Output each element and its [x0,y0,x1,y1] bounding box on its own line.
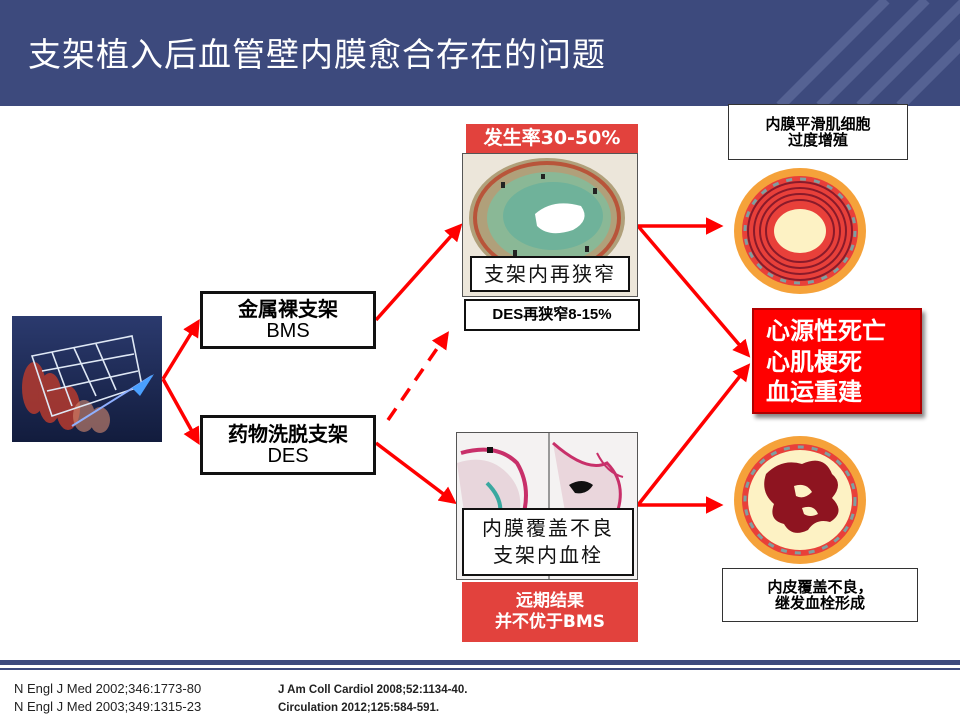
incidence-text: 发生率30-50% [483,127,621,150]
bms-box: 金属裸支架 BMS [200,291,376,349]
poor-coverage-caption-line1: 内膜覆盖不良 [482,516,614,540]
restenosis-caption: 支架内再狭窄 [470,256,630,292]
title-bar: 支架植入后血管壁内膜愈合存在的问题 [0,0,960,106]
arrow-bms-to-restenosis [374,223,463,322]
poor-coverage-caption-line2: 支架内血栓 [493,543,603,567]
poor-endothelialization-line2: 继发血栓形成 [774,594,865,612]
arrow-coverage-to-outcome [636,363,751,507]
des-label: 药物洗脱支架 [228,422,348,446]
arrow-des-to-poor-coverage [374,441,457,505]
vessel-thrombosis-diagram [734,436,866,564]
stent-illustration [12,316,162,442]
arrow-restenosis-to-outcome [636,224,751,358]
reference-nejm-2002: N Engl J Med 2002;346:1773-80 [14,681,202,696]
footer-divider-thin [0,668,960,670]
references-left: N Engl J Med 2002;346:1773-80 N Engl J M… [14,680,201,716]
restenosis-caption-text: 支架内再狭窄 [484,261,616,286]
smc-proliferation-line2: 过度增殖 [787,131,848,149]
reference-jacc-2008: J Am Coll Cardiol 2008;52:1134-40. [278,684,468,696]
long-term-result-label: 远期结果 并不优于BMS [462,582,638,642]
outcome-mi: 心肌梗死 [766,347,862,376]
smc-proliferation-label: 内膜平滑肌细胞 过度增殖 [728,104,908,160]
long-term-result-line1: 远期结果 [516,590,584,611]
vessel-smc-hyperplasia-diagram [734,168,866,294]
poor-coverage-caption: 内膜覆盖不良 支架内血栓 [462,508,634,576]
poor-endothelialization-label: 内皮覆盖不良， 继发血栓形成 [722,568,918,622]
smc-proliferation-line1: 内膜平滑肌细胞 [765,114,871,133]
arrow-stent-to-des [161,378,200,446]
outcome-revascularization: 血运重建 [766,378,862,407]
reference-nejm-2003: N Engl J Med 2003;349:1315-23 [14,699,202,714]
des-abbrev: DES [267,445,309,467]
bms-label: 金属裸支架 [238,297,338,321]
des-restenosis-rate-box: DES再狭窄8-15% [464,299,640,331]
footer-divider [0,660,960,665]
arrow-des-to-restenosis-dashed [386,331,449,421]
adverse-outcomes-box: 心源性死亡 心肌梗死 血运重建 [752,308,922,414]
poor-endothelialization-line1: 内皮覆盖不良， [767,577,873,596]
references-right: J Am Coll Cardiol 2008;52:1134-40. Circu… [278,681,467,717]
reference-circulation-2012: Circulation 2012;125:584-591. [278,702,440,714]
outcome-cardiac-death: 心源性死亡 [766,317,886,345]
arrow-stent-to-bms [161,319,200,380]
des-box: 药物洗脱支架 DES [200,415,376,475]
bms-abbrev: BMS [266,320,310,342]
header-stripes-decoration [776,0,960,106]
des-restenosis-rate-text: DES再狭窄8-15% [492,305,612,323]
page-title: 支架植入后血管壁内膜愈合存在的问题 [28,35,606,74]
long-term-result-line2: 并不优于BMS [494,612,606,632]
incidence-label: 发生率30-50% [466,124,638,154]
